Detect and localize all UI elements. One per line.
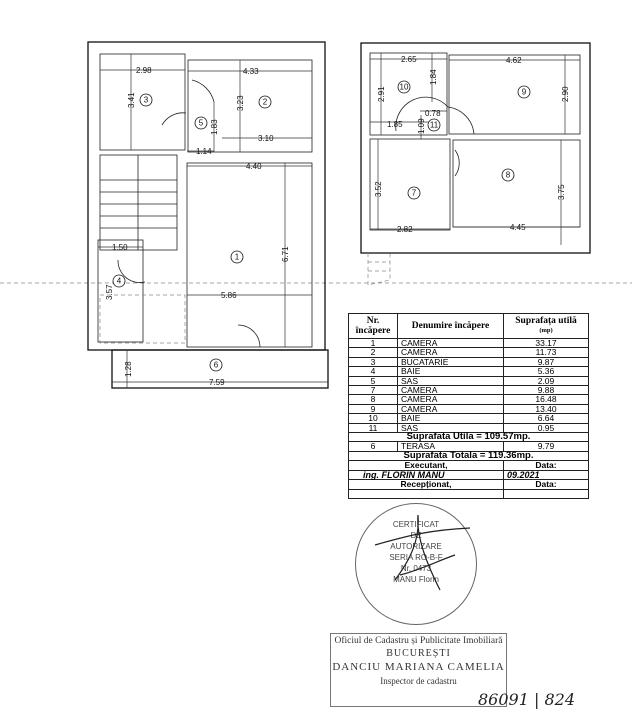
stamp-line: SERIA RO-B-F [389, 553, 443, 562]
dimension-label: 2.90 [561, 86, 570, 102]
row-name: CAMERA [397, 347, 504, 358]
row-area: 6.64 [503, 413, 589, 424]
room-number: 7 [412, 189, 417, 198]
upper-floor-plan [360, 42, 591, 286]
receptionat-header: Recepționat, Data: [348, 479, 589, 490]
dimension-label: 3.57 [105, 284, 114, 300]
stamp-line: CERTIFICAT [392, 520, 440, 529]
dimension-label: 4.33 [243, 67, 259, 76]
dimension-label: 4.62 [506, 56, 522, 65]
room-number: 10 [400, 83, 409, 92]
stamp-line: AUTORIZARE [390, 542, 442, 551]
receptionat-date-label: Data: [503, 479, 589, 490]
receptionat-label: Recepționat, [348, 479, 504, 490]
table-header: Nr.încăpere Denumire încăpere Suprafața … [348, 313, 589, 339]
area-table: Nr.încăpere Denumire încăpere Suprafața … [348, 313, 589, 499]
row-nr: 10 [348, 413, 398, 424]
row-area: 16.48 [503, 394, 589, 405]
stamp-line: Nr. 0473 [400, 564, 432, 573]
room-number: 2 [263, 98, 268, 107]
room-number: 4 [117, 277, 122, 286]
dimension-label: 2.91 [377, 86, 386, 102]
row-name: BAIE [397, 413, 504, 424]
row-nr: 6 [348, 441, 398, 452]
header-nr: Nr. [366, 316, 380, 326]
handwritten-number: 86091 | 824 [478, 690, 575, 709]
room-number: 5 [199, 119, 204, 128]
dimension-label: 4.45 [510, 223, 526, 232]
ground-floor-room-numbers: 1 2 3 4 5 6 [112, 93, 272, 372]
useful-total-row: Suprafata Utila = 109.57mp. [348, 432, 589, 443]
stamp-line: DE [410, 531, 422, 540]
dimension-label: 2.98 [136, 66, 152, 75]
row-name: BAIE [397, 366, 504, 377]
room-number: 6 [214, 361, 219, 370]
dimension-label: 1.83 [210, 119, 219, 135]
ocpi-role: Inspector de cadastru [380, 676, 457, 686]
dimension-label: 3.23 [236, 95, 245, 111]
receptionat-body [348, 488, 589, 499]
row-area: 11.73 [503, 347, 589, 358]
ground-floor-plan [87, 41, 329, 389]
header-name: Denumire încăpere [397, 313, 504, 339]
dimension-label: 1.84 [429, 69, 438, 85]
row-nr: 11 [348, 422, 398, 434]
dimension-label: 3.75 [557, 184, 566, 200]
room-number: 11 [430, 121, 439, 130]
executant-header: Executant, Data: [348, 460, 589, 471]
row-area: 0.95 [503, 422, 589, 434]
row-area: 9.79 [503, 441, 589, 452]
upper-floor-room-numbers: 7 8 9 10 11 [397, 80, 531, 200]
dimension-label: 3.52 [374, 181, 383, 197]
dimension-label: 0.78 [425, 109, 441, 118]
room-number: 9 [522, 88, 527, 97]
signature [374, 514, 471, 591]
row-nr: 2 [348, 347, 398, 358]
ocpi-city: BUCUREȘTI [386, 648, 451, 659]
useful-total: Suprafata Utila = 109.57mp. [348, 432, 589, 443]
date-label: Data: [503, 460, 589, 471]
dimension-label: 2.82 [397, 225, 413, 234]
grand-total-row: Suprafata Totala = 119.36mp. [348, 450, 589, 462]
room-number: 1 [235, 253, 240, 262]
dimension-label: 1.28 [124, 361, 133, 377]
dimension-label: 3.41 [127, 92, 136, 108]
dimension-label: 1.09 [417, 118, 426, 134]
row-name: CAMERA [397, 394, 504, 405]
dimension-label: 7.59 [209, 378, 225, 387]
dimension-label: 1.14 [196, 147, 212, 156]
dimension-label: 6.71 [281, 246, 290, 262]
room-number: 3 [144, 96, 149, 105]
ocpi-inspector-name: DANCIU MARIANA CAMELIA [332, 661, 505, 673]
executant-label: Executant, [348, 460, 504, 471]
header-area: Suprafața utilă [515, 316, 577, 326]
upper-floor-dimensions: 2.65 1.84 2.91 4.62 2.90 0.78 1.85 1.09 … [374, 55, 570, 234]
row-nr: 8 [348, 394, 398, 405]
row-area: 5.36 [503, 366, 589, 377]
ground-floor-dimensions: 2.98 4.33 3.41 3.23 1.83 3.10 1.14 4.40 … [105, 66, 290, 387]
grand-total: Suprafata Totala = 119.36mp. [348, 450, 589, 462]
ocpi-office: Oficiul de Cadastru și Publicitate Imobi… [334, 636, 503, 646]
dimension-label: 4.40 [246, 162, 262, 171]
authorization-stamp: CERTIFICAT DE AUTORIZARE SERIA RO-B-F Nr… [355, 503, 477, 625]
dimension-label: 1.50 [112, 243, 128, 252]
row-nr: 4 [348, 366, 398, 377]
ocpi-stamp: Oficiul de Cadastru și Publicitate Imobi… [330, 633, 507, 707]
stamp-line: MANU Florin [393, 575, 439, 584]
dimension-label: 5.86 [221, 291, 237, 300]
header-nr-2: încăpere [355, 326, 391, 336]
dimension-label: 2.65 [401, 55, 417, 64]
dimension-label: 3.10 [258, 134, 274, 143]
room-number: 8 [506, 171, 511, 180]
dimension-label: 1.85 [387, 120, 403, 129]
header-unit: (mp) [539, 327, 553, 334]
